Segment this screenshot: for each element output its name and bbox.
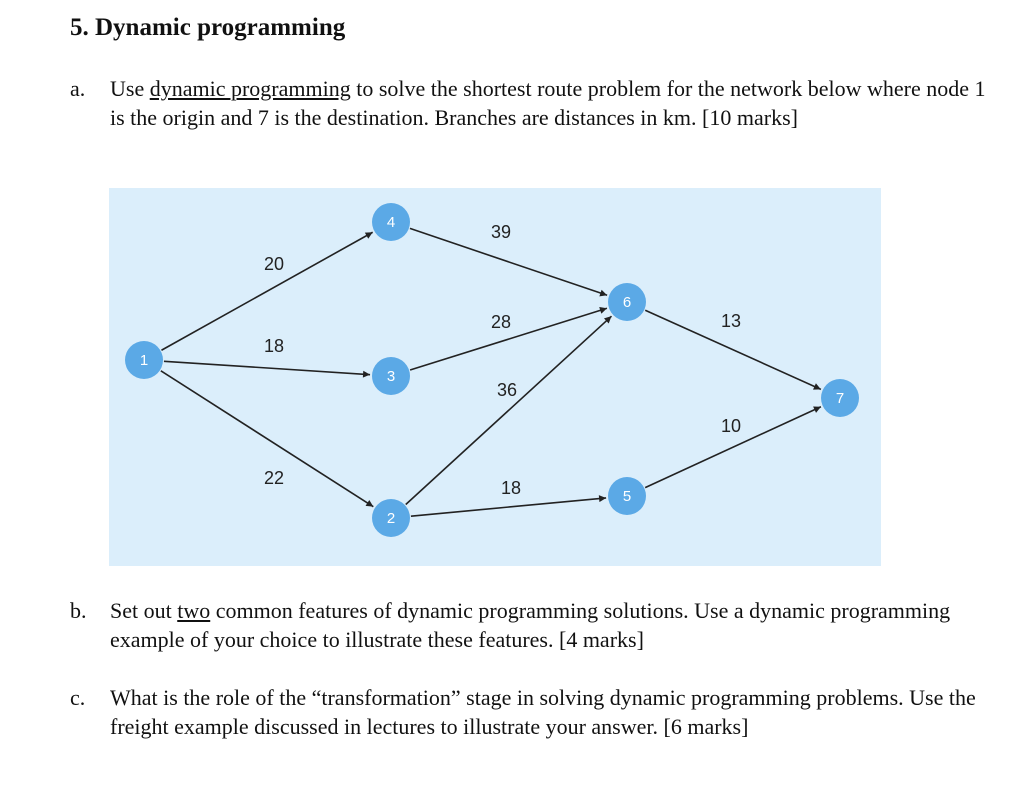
node-label-4: 4 (387, 214, 395, 231)
edge-1-3 (163, 360, 371, 378)
node-label-3: 3 (387, 368, 395, 385)
node-label-2: 2 (387, 510, 395, 527)
node-circle-6 (608, 283, 646, 321)
question-c-text: What is the role of the “transformation”… (110, 685, 976, 739)
node-circle-5 (608, 477, 646, 515)
node-circle-2 (372, 499, 410, 537)
edge-2-6 (405, 315, 613, 506)
edge-weight-2-6: 36 (497, 380, 517, 400)
node-4: 4 (372, 203, 410, 241)
node-1: 1 (125, 341, 163, 379)
network-svg: 20 18 22 39 28 36 18 13 10 1 2 3 4 5 6 7 (109, 188, 881, 566)
question-b: b. Set out two common features of dynami… (70, 596, 990, 654)
node-5: 5 (608, 477, 646, 515)
edge-weight-1-2: 22 (264, 468, 284, 488)
section-heading: 5. Dynamic programming (70, 14, 346, 41)
question-c-letter: c. (70, 685, 86, 710)
node-circle-4 (372, 203, 410, 241)
edge-6-7 (644, 309, 822, 391)
edge-weight-3-6: 28 (491, 312, 511, 332)
dynamic-programming-link[interactable]: dynamic programming (149, 76, 351, 101)
node-label-6: 6 (623, 294, 631, 311)
edge-2-5 (410, 495, 607, 517)
network-diagram: 20 18 22 39 28 36 18 13 10 1 2 3 4 5 6 7 (109, 188, 881, 566)
network-background (109, 188, 881, 566)
node-label-1: 1 (140, 352, 148, 369)
node-circle-1 (125, 341, 163, 379)
question-a: a. Use dynamic programming to solve the … (70, 74, 990, 132)
question-a-text: Use dynamic programming to solve the sho… (110, 76, 986, 130)
edge-5-7 (644, 406, 822, 489)
edge-weight-1-4: 20 (264, 254, 284, 274)
node-circle-7 (821, 379, 859, 417)
question-b-text: Set out two common features of dynamic p… (110, 598, 951, 652)
edge-weight-2-5: 18 (501, 478, 521, 498)
edge-weight-1-3: 18 (264, 336, 284, 356)
edge-weight-4-6: 39 (491, 222, 511, 242)
node-circle-3 (372, 357, 410, 395)
edge-4-6 (409, 227, 608, 297)
question-a-letter: a. (70, 76, 86, 101)
node-2: 2 (372, 499, 410, 537)
edge-1-4 (161, 231, 374, 351)
node-label-7: 7 (836, 390, 844, 407)
question-b-letter: b. (70, 598, 87, 623)
node-7: 7 (821, 379, 859, 417)
edge-weight-5-7: 10 (721, 416, 741, 436)
edge-1-2 (160, 370, 374, 508)
node-label-5: 5 (623, 488, 631, 505)
emphasis-two: two (177, 598, 211, 623)
node-3: 3 (372, 357, 410, 395)
question-c: c. What is the role of the “transformati… (70, 683, 990, 741)
edge-3-6 (409, 307, 608, 371)
node-6: 6 (608, 283, 646, 321)
edge-weight-6-7: 13 (721, 311, 741, 331)
